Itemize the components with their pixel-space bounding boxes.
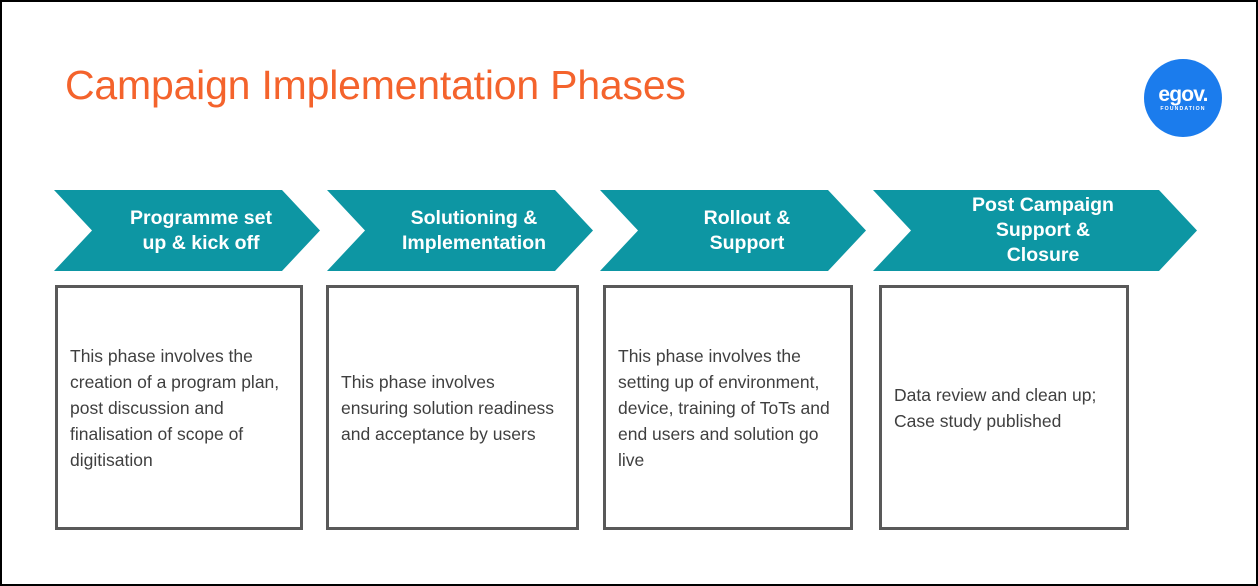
- phase-chevron-label-2: Solutioning & Implementation: [401, 206, 547, 254]
- phase-description-box-1: This phase involves the creation of a pr…: [55, 285, 303, 530]
- phase-description-box-3: This phase involves the setting up of en…: [603, 285, 853, 530]
- phase-description-text-4: Data review and clean up; Case study pub…: [894, 384, 1097, 431]
- phase-chevron-1[interactable]: Programme set up & kick off: [54, 190, 320, 271]
- phase-chevron-3[interactable]: Rollout & Support: [600, 190, 866, 271]
- phase-chevron-label-1: Programme set up & kick off: [130, 206, 272, 254]
- phase-chevron-band: Programme set up & kick off Solutioning …: [2, 190, 1256, 271]
- phase-chevron-label-4: Post Campaign Support & Closure: [972, 194, 1114, 266]
- phase-description-text-1: This phase involves the creation of a pr…: [70, 345, 280, 470]
- egov-foundation-logo: egov. FOUNDATION: [1144, 59, 1222, 137]
- phase-chevron-4[interactable]: Post Campaign Support & Closure: [873, 190, 1197, 271]
- phase-description-box-2: This phase involves ensuring solution re…: [326, 285, 579, 530]
- phase-description-text-3: This phase involves the setting up of en…: [618, 345, 830, 470]
- logo-subtitle: FOUNDATION: [1160, 106, 1206, 112]
- phase-chevron-label-3: Rollout & Support: [703, 206, 791, 254]
- phase-chevron-2[interactable]: Solutioning & Implementation: [327, 190, 593, 271]
- phase-description-box-4: Data review and clean up; Case study pub…: [879, 285, 1129, 530]
- logo-wordmark: egov.: [1158, 83, 1208, 106]
- page-title: Campaign Implementation Phases: [65, 62, 686, 108]
- phase-description-text-2: This phase involves ensuring solution re…: [341, 371, 555, 444]
